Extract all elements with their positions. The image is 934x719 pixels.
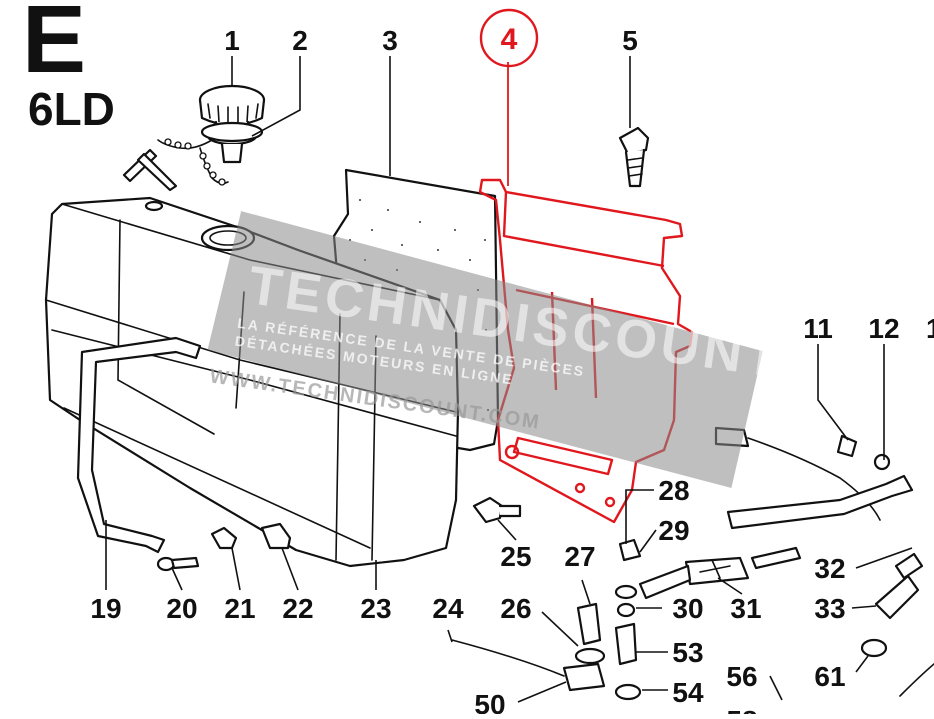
callout-5[interactable]: 5 — [622, 25, 638, 56]
callout-30[interactable]: 30 — [672, 593, 703, 624]
plug-22[interactable] — [260, 522, 292, 550]
callout-1[interactable]: 1 — [224, 25, 240, 56]
callout-27[interactable]: 27 — [564, 541, 595, 572]
bolt-5[interactable] — [618, 126, 650, 188]
screw-20[interactable] — [156, 556, 200, 572]
section-letter: E — [22, 0, 86, 93]
engine-model-label: 6LD — [28, 83, 115, 135]
callout-20[interactable]: 20 — [166, 593, 197, 624]
callout-31[interactable]: 31 — [730, 593, 761, 624]
callout-56[interactable]: 56 — [726, 661, 757, 692]
plug-21[interactable] — [210, 526, 238, 550]
callout-13-cropped[interactable]: 1 — [926, 313, 934, 344]
callout-3[interactable]: 3 — [382, 25, 398, 56]
fuel-line-assembly[interactable] — [638, 426, 914, 600]
callout-58-cropped[interactable]: 58 — [726, 705, 757, 719]
callout-23[interactable]: 23 — [360, 593, 391, 624]
callout-24[interactable]: 24 — [432, 593, 464, 624]
callout-33[interactable]: 33 — [814, 593, 845, 624]
callout-12[interactable]: 12 — [868, 313, 899, 344]
callout-2[interactable]: 2 — [292, 25, 308, 56]
callout-11[interactable]: 11 — [803, 313, 833, 344]
bolt-25[interactable] — [472, 496, 522, 524]
callout-53[interactable]: 53 — [672, 637, 703, 668]
callout-4-highlighted[interactable]: 4 — [501, 23, 518, 56]
callout-50[interactable]: 50 — [474, 689, 505, 719]
callout-32[interactable]: 32 — [814, 553, 845, 584]
callout-25[interactable]: 25 — [500, 541, 531, 572]
banjo-fittings[interactable] — [451, 538, 934, 701]
tank-strap[interactable] — [76, 336, 202, 554]
callout-22[interactable]: 22 — [282, 593, 313, 624]
leader-lines — [105, 56, 913, 703]
callout-61[interactable]: 61 — [814, 661, 845, 692]
callout-28[interactable]: 28 — [658, 475, 689, 506]
callout-19[interactable]: 19 — [90, 593, 121, 624]
callout-29[interactable]: 29 — [658, 515, 689, 546]
callout-54[interactable]: 54 — [672, 677, 704, 708]
callout-26[interactable]: 26 — [500, 593, 531, 624]
cap-chain[interactable] — [122, 121, 264, 192]
callout-21[interactable]: 21 — [224, 593, 255, 624]
